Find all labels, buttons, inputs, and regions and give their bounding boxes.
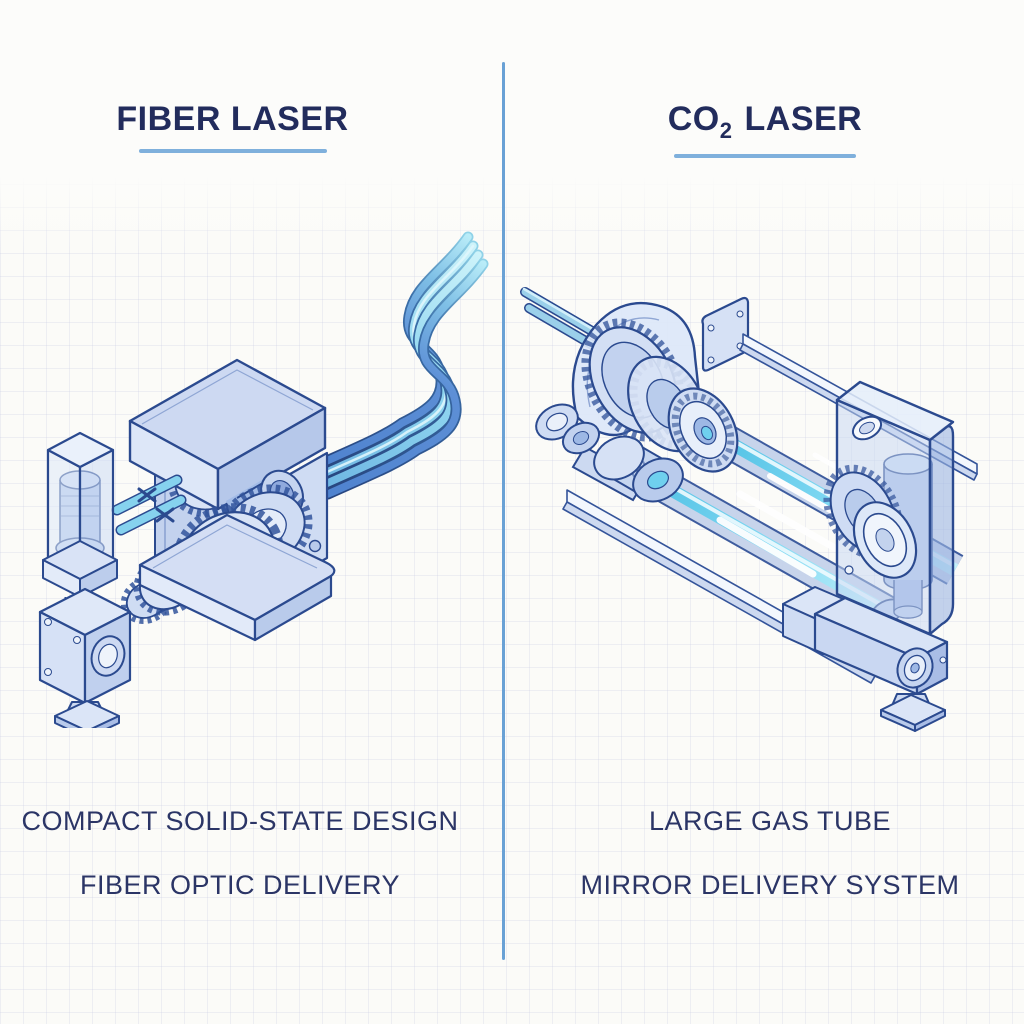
- fiber-optic-cable-bundle: [307, 231, 489, 500]
- housing-roof: [128, 358, 327, 511]
- pump-tower: [38, 431, 132, 728]
- bolt-icon: [44, 618, 52, 626]
- mounting-bracket-flange: [701, 296, 750, 372]
- left-panel-title: FIBER LASER: [40, 100, 425, 153]
- laser-head-block: [38, 587, 132, 705]
- ribbed-collar: [593, 435, 684, 503]
- pipe-clamp-icon: [137, 487, 175, 523]
- bolt-icon: [44, 668, 52, 676]
- bolt-icon: [939, 656, 947, 664]
- right-caption-delivery: MIRROR DELIVERY SYSTEM: [580, 870, 960, 900]
- lens-port-icon: [896, 647, 934, 689]
- end-mirror-ring: [852, 501, 918, 579]
- machine-base: [138, 513, 336, 642]
- bolt-icon: [707, 356, 715, 364]
- output-mirror-disc: [667, 387, 739, 473]
- left-caption-design: COMPACT SOLID-STATE DESIGN: [21, 806, 459, 836]
- small-mirror-flanges: [535, 403, 601, 455]
- bolt-icon: [844, 565, 854, 575]
- fiber-laser-illustration: [38, 231, 489, 728]
- bolt-icon: [73, 636, 81, 644]
- panel-divider: [502, 62, 505, 960]
- left-caption-delivery: FIBER OPTIC DELIVERY: [79, 870, 401, 900]
- bolt-icon: [707, 324, 715, 332]
- nozzle-foot: [54, 700, 120, 728]
- lens-port-icon: [90, 635, 126, 677]
- bolt-icon: [736, 310, 744, 318]
- co2-laser-illustration: [520, 287, 978, 732]
- right-title-underline: [674, 153, 856, 158]
- right-caption-tube: LARGE GAS TUBE: [648, 806, 892, 836]
- foot-pedestal: [880, 693, 946, 732]
- co2-subscript: 2: [719, 117, 733, 143]
- pump-coupling-pipes: [111, 474, 187, 536]
- lifting-hole-icon: [851, 415, 883, 441]
- bolt-icon: [308, 539, 322, 553]
- rear-ring-gear-discs: [581, 318, 739, 473]
- left-title-text: FIBER LASER: [116, 100, 349, 138]
- left-title-underline: [138, 149, 327, 153]
